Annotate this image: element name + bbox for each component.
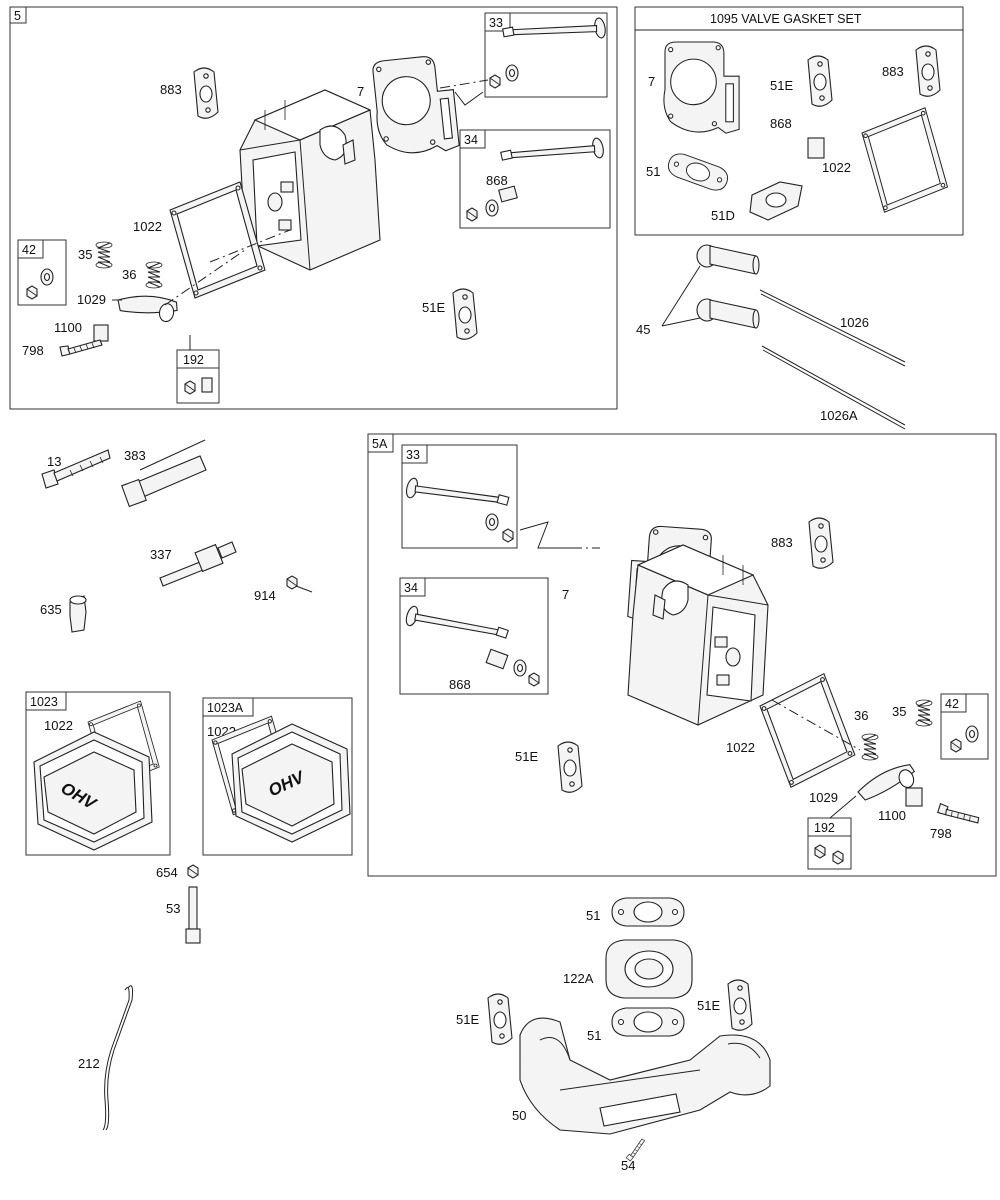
label-1029: 1029 — [77, 292, 106, 307]
label-5a: 5A — [372, 437, 388, 451]
label-1022: 1022 — [822, 160, 851, 175]
label-34: 34 — [404, 581, 418, 595]
valve-gasket-set-title: 1095 VALVE GASKET SET — [710, 12, 862, 26]
label-192: 192 — [183, 353, 204, 367]
label-122a: 122A — [563, 971, 594, 986]
label-51: 51 — [587, 1028, 601, 1043]
label-7: 7 — [562, 587, 569, 602]
misc-parts: 13 383 337 914 635 — [40, 439, 313, 633]
label-51e: 51E — [422, 300, 445, 315]
label-13: 13 — [47, 454, 61, 469]
label-1100: 1100 — [878, 808, 906, 823]
label-1022: 1022 — [726, 740, 755, 755]
label-34: 34 — [464, 133, 478, 147]
label-42: 42 — [945, 697, 959, 711]
label-51: 51 — [586, 908, 600, 923]
label-45: 45 — [636, 322, 650, 337]
label-1100: 1100 — [54, 320, 82, 335]
dipstick-parts: 654 53 212 — [78, 864, 201, 1131]
label-1023: 1023 — [30, 695, 58, 709]
label-50: 50 — [512, 1108, 526, 1123]
label-42: 42 — [22, 243, 36, 257]
label-51e: 51E — [697, 998, 720, 1013]
label-53: 53 — [166, 901, 180, 916]
label-868: 868 — [486, 173, 508, 188]
label-35: 35 — [892, 704, 906, 719]
label-798: 798 — [930, 826, 952, 841]
label-883: 883 — [882, 64, 904, 79]
valve-cover-1023a: 1023A 1022 OHV — [202, 697, 353, 856]
label-1022: 1022 — [133, 219, 162, 234]
label-36: 36 — [122, 267, 136, 282]
label-51e: 51E — [515, 749, 538, 764]
label-51e: 51E — [456, 1012, 479, 1027]
label-868: 868 — [770, 116, 792, 131]
label-33: 33 — [489, 16, 503, 30]
label-7: 7 — [357, 84, 364, 99]
label-51: 51 — [646, 164, 660, 179]
push-rods: 45 1026 1026A — [636, 244, 906, 430]
label-36: 36 — [854, 708, 868, 723]
label-1026: 1026 — [840, 315, 869, 330]
label-1023a: 1023A — [207, 701, 244, 715]
label-1026a: 1026A — [820, 408, 858, 423]
label-1029: 1029 — [809, 790, 838, 805]
label-35: 35 — [78, 247, 92, 262]
valve-cover-1023: 1023 1022 OHV — [25, 691, 171, 856]
label-54: 54 — [621, 1158, 635, 1173]
label-1022: 1022 — [44, 718, 73, 733]
assembly-5: 5 33 34 868 42 192 — [9, 6, 618, 410]
label-5: 5 — [14, 9, 21, 23]
label-192: 192 — [814, 821, 835, 835]
label-7: 7 — [648, 74, 655, 89]
label-654: 654 — [156, 865, 178, 880]
label-883: 883 — [771, 535, 793, 550]
label-635: 635 — [40, 602, 62, 617]
label-212: 212 — [78, 1056, 100, 1071]
label-883: 883 — [160, 82, 182, 97]
exhaust-manifold: 51 122A 51 51E 51E 50 54 — [456, 897, 771, 1173]
label-383: 383 — [124, 448, 146, 463]
label-33: 33 — [406, 448, 420, 462]
label-51d: 51D — [711, 208, 735, 223]
assembly-5a: 5A 33 34 868 42 192 — [367, 433, 997, 877]
label-337: 337 — [150, 547, 172, 562]
label-914: 914 — [254, 588, 276, 603]
valve-gasket-set: 1095 VALVE GASKET SET 7 51E 883 868 51 1… — [634, 6, 964, 236]
label-51e: 51E — [770, 78, 793, 93]
label-868: 868 — [449, 677, 471, 692]
label-798: 798 — [22, 343, 44, 358]
